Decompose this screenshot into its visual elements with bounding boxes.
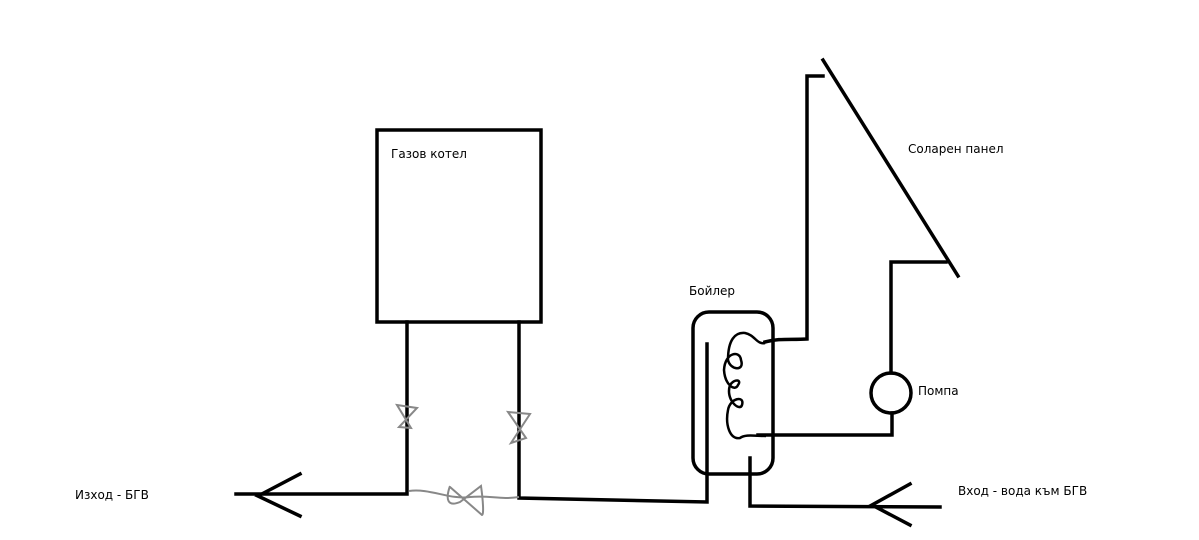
- valve-icon-bypass: [446, 484, 485, 517]
- water-boiler-tank: [691, 310, 775, 476]
- solar-panel: [820, 57, 961, 279]
- input-label: Вход - вода към БГВ: [958, 484, 1088, 498]
- output-arrow: [254, 471, 303, 519]
- pump-label: Помпа: [918, 384, 959, 398]
- output-label: Изход - БГВ: [75, 488, 149, 502]
- boiler-label: Бойлер: [689, 284, 736, 298]
- pump-return-pipe: [756, 411, 894, 437]
- gas-boiler-box: [375, 128, 543, 324]
- solar-supply-pipe: [762, 74, 825, 345]
- solar-panel-label: Соларен панел: [908, 142, 1004, 156]
- gas-boiler-label: Газов котел: [391, 147, 467, 161]
- input-arrow: [868, 481, 913, 528]
- cold-inlet-pipe: [748, 456, 942, 509]
- heat-exchanger-coil: [722, 331, 767, 440]
- boiler-right-pipe: [517, 320, 709, 504]
- boiler-left-pipe: [234, 320, 409, 496]
- bypass-pipe: [408, 489, 520, 499]
- valve-icon-right: [505, 410, 532, 445]
- valve-icon-left: [395, 403, 420, 430]
- solar-return-pipe: [889, 260, 948, 375]
- pump-icon: [869, 371, 913, 415]
